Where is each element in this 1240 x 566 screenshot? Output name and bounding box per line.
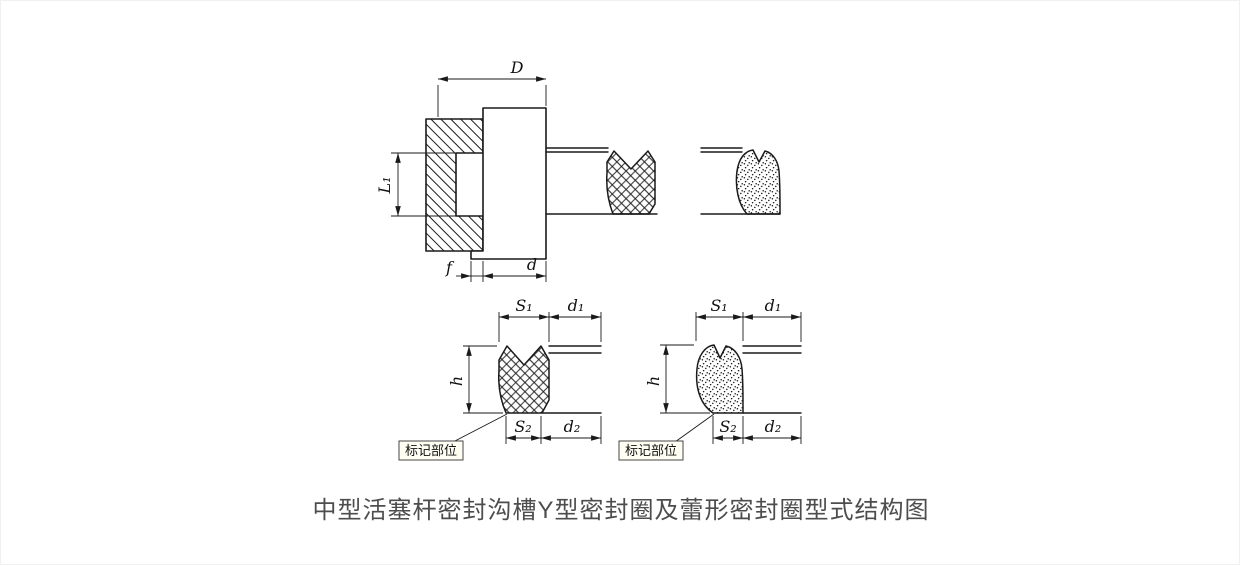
mark-location-callout-right: 标记部位 bbox=[618, 440, 684, 461]
assembly-dimension-lines bbox=[391, 76, 547, 282]
dim-label-d2-right: d₂ bbox=[765, 417, 782, 436]
rod-surface-lines-buddetail bbox=[742, 345, 802, 414]
y-ring-installed-view bbox=[545, 147, 658, 215]
dim-label-S1-left: S₁ bbox=[515, 296, 532, 315]
dim-label-S2-left: S₂ bbox=[514, 417, 531, 436]
gland-housing-section bbox=[425, 118, 484, 252]
bud-seal-detail-view: S₁ d₁ h S₂ d₂ 标记部位 bbox=[618, 296, 802, 461]
dim-label-d2-left: d₂ bbox=[564, 417, 581, 436]
bud-ring-profile bbox=[695, 344, 744, 414]
dim-label-d: d bbox=[527, 255, 537, 274]
y-ring-profile bbox=[498, 345, 550, 414]
y-seal-detail-view: S₁ d₁ h S₂ d₂ 标记部位 bbox=[398, 296, 602, 461]
dim-label-h-left: h bbox=[447, 376, 466, 386]
y-seal-dimension-lines bbox=[452, 312, 602, 444]
y-ring-profile-installed bbox=[606, 150, 656, 215]
figure-caption: 中型活塞杆密封沟槽Y型密封圈及蕾形密封圈型式结构图 bbox=[312, 497, 929, 524]
mark-location-callout-left: 标记部位 bbox=[398, 440, 464, 461]
dim-label-f: f bbox=[445, 258, 455, 277]
assembly-sectional-view: D L₁ f d bbox=[375, 58, 781, 282]
dim-label-d1-right: d₁ bbox=[765, 296, 782, 315]
mark-location-box-left bbox=[398, 440, 464, 461]
dim-label-h-right: h bbox=[644, 376, 663, 386]
bud-ring-installed-view bbox=[700, 147, 781, 215]
mark-location-label-left: 标记部位 bbox=[405, 443, 457, 458]
mark-location-label-right: 标记部位 bbox=[625, 443, 677, 458]
dim-label-S1-right: S₁ bbox=[710, 296, 727, 315]
bud-ring-profile-installed bbox=[735, 149, 781, 215]
dim-label-S2-right: S₂ bbox=[719, 417, 736, 436]
mark-location-box-right bbox=[618, 440, 684, 461]
dim-label-L1: L₁ bbox=[375, 176, 394, 194]
bud-seal-dimension-lines bbox=[660, 312, 802, 444]
rod-surface-lines-ydetail bbox=[541, 345, 602, 414]
dim-label-d1-left: d₁ bbox=[568, 296, 585, 315]
dim-label-D: D bbox=[510, 58, 524, 77]
piston-rod bbox=[470, 107, 547, 260]
